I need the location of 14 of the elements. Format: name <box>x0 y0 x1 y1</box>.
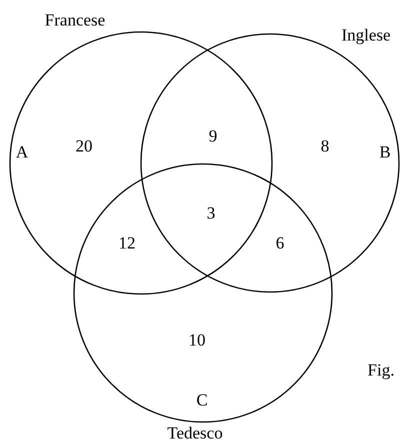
set-letter: A <box>16 144 28 160</box>
figure-label: Fig. <box>368 362 394 378</box>
region-count: 3 <box>206 204 216 222</box>
region-count: 9 <box>208 128 218 144</box>
set-title: Tedesco <box>167 424 223 441</box>
set-letter: B <box>379 144 391 160</box>
region-count: 12 <box>118 234 136 252</box>
region-count: 8 <box>320 138 330 154</box>
set-letter: C <box>196 392 208 408</box>
set-title: Francese <box>44 12 106 28</box>
region-count: 10 <box>188 332 206 348</box>
region-count: 6 <box>276 234 284 252</box>
region-count: 20 <box>76 138 92 154</box>
set-title: Inglese <box>341 26 391 44</box>
